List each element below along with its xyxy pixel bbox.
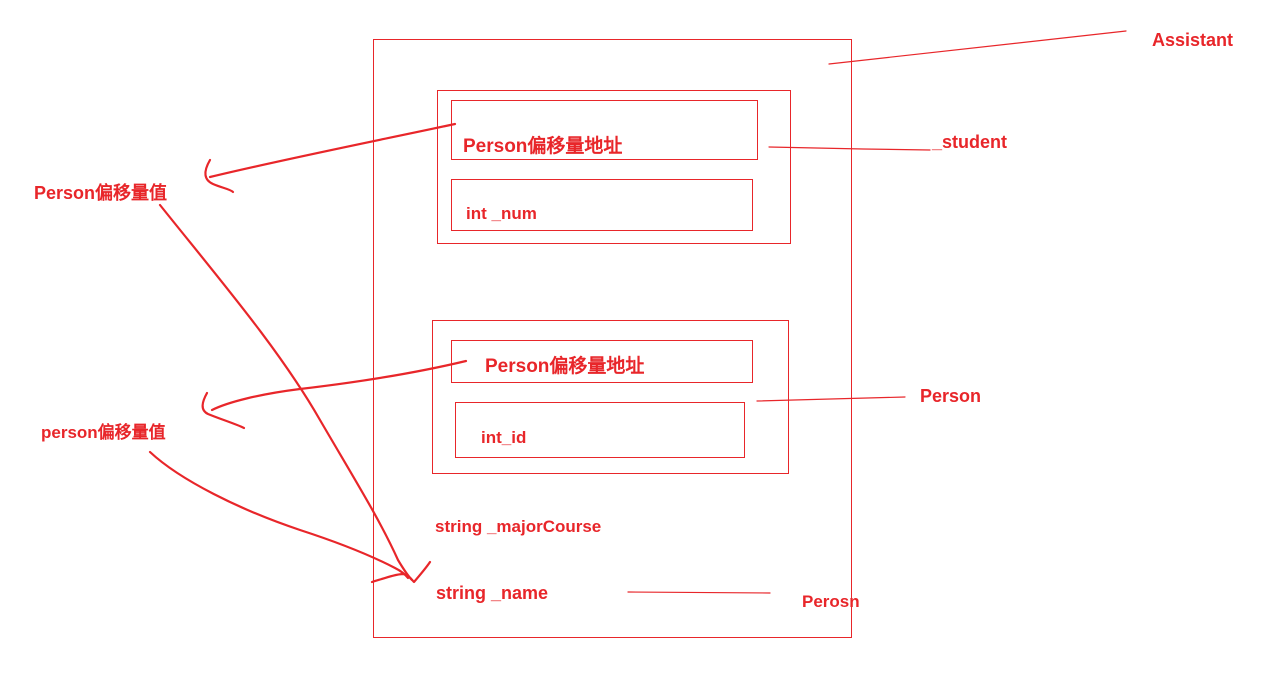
upper-offset-arrowhead bbox=[204, 158, 235, 194]
assistant-object-box bbox=[373, 39, 852, 638]
major-course-label: string _majorCourse bbox=[435, 517, 602, 536]
student-num-label: int _num bbox=[466, 204, 537, 223]
person-label: Person bbox=[920, 386, 982, 406]
person-vbptr-label: Person偏移量地址 bbox=[485, 356, 645, 377]
person-vbptr-cell bbox=[451, 340, 753, 383]
person-leader-line bbox=[756, 396, 906, 402]
student-label: _student bbox=[932, 132, 1008, 152]
assistant-label: Assistant bbox=[1152, 30, 1234, 50]
lower-value-to-name-curve bbox=[148, 450, 410, 580]
lower-offset-arrowhead bbox=[201, 391, 246, 430]
person-id-cell bbox=[455, 402, 745, 458]
name-arrowhead bbox=[370, 560, 432, 584]
name-leader-line bbox=[627, 591, 771, 594]
person-id-label: int_id bbox=[481, 428, 527, 447]
offset-value-upper-label: Person偏移量值 bbox=[34, 183, 168, 203]
student-subobject-box bbox=[437, 90, 791, 244]
person-subobject-box bbox=[432, 320, 789, 474]
upper-value-to-name-curve bbox=[158, 203, 414, 582]
lower-offset-arrow bbox=[210, 359, 468, 412]
perosn-label: Perosn bbox=[802, 592, 860, 611]
student-leader-line bbox=[768, 146, 931, 151]
assistant-leader-line bbox=[828, 30, 1127, 65]
student-num-cell bbox=[451, 179, 753, 231]
name-label: string _name bbox=[436, 583, 549, 603]
student-vbptr-label: Person偏移量地址 bbox=[463, 136, 623, 157]
student-vbptr-cell bbox=[451, 100, 758, 160]
offset-value-lower-label: person偏移量值 bbox=[41, 423, 166, 442]
upper-offset-arrow bbox=[208, 122, 457, 179]
